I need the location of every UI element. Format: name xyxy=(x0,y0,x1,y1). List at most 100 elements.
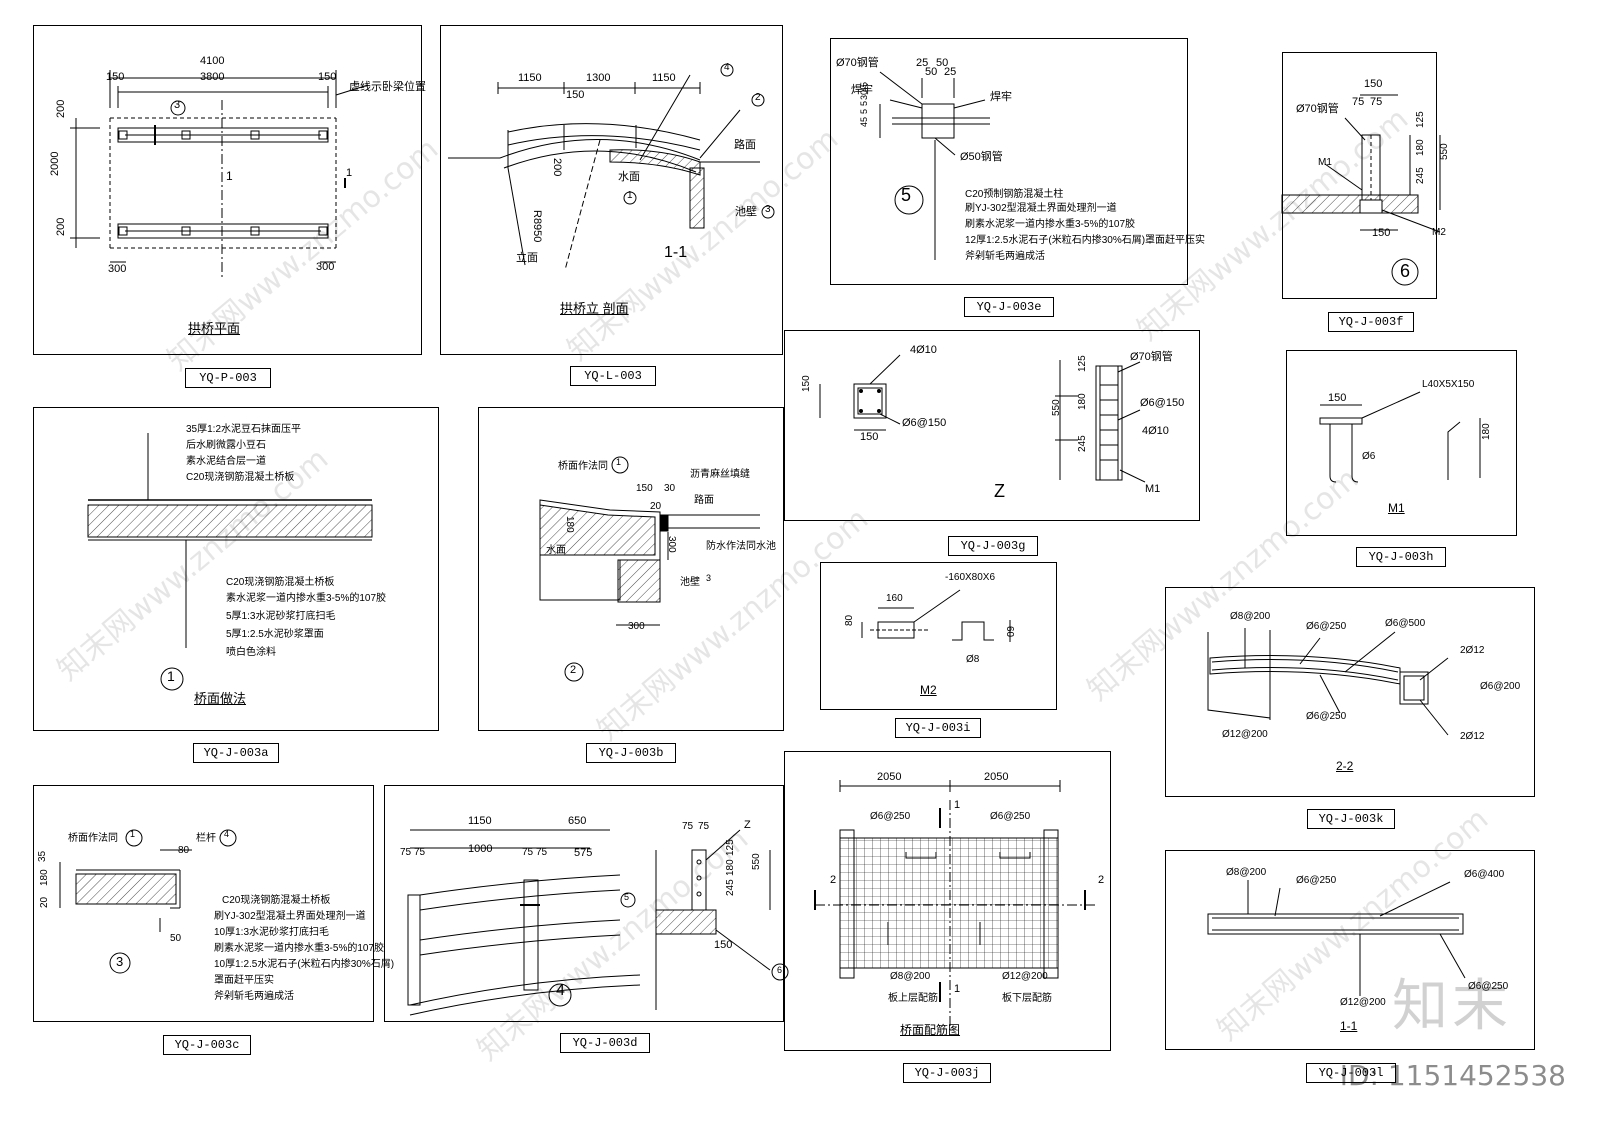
dim-label: 300 xyxy=(108,263,127,275)
callout-label: Ø12@200 xyxy=(1340,997,1386,1008)
m1-drawing xyxy=(1319,391,1481,483)
dim-label-v: 150 xyxy=(801,375,812,392)
caption-p9: YQ-J-003i xyxy=(895,718,981,738)
note-line: 刷YJ-302型混凝土界面处理剂一道 xyxy=(965,203,1117,214)
panel-detail-2 xyxy=(478,407,784,731)
panel-detail-m1 xyxy=(1286,350,1517,536)
drawing-title: 拱桥平面 xyxy=(188,321,241,336)
caption-p14: YQ-J-003l xyxy=(1306,1063,1396,1083)
detail4-drawing xyxy=(407,829,789,1016)
note-line: 5厚1:3水泥砂浆打底扫毛 xyxy=(226,611,336,622)
dim-label: 75 xyxy=(682,821,694,832)
dim-label-v: 550 xyxy=(751,853,762,870)
dim-label-v: 245 xyxy=(1415,167,1426,184)
callout-label: Ø6@150 xyxy=(1140,397,1185,409)
detail6-drawing xyxy=(1281,94,1441,286)
callout-label: 2Ø12 xyxy=(1460,731,1485,742)
callout-label: Ø6@250 xyxy=(990,811,1031,822)
note-line: 35厚1:2水泥豆石抹面压平 xyxy=(186,424,302,435)
note-line: 素水泥结合层一道 xyxy=(186,456,266,467)
deck-rebar-drawing xyxy=(814,780,1095,1030)
detail-mark: 1 xyxy=(616,457,622,467)
detail5-drawing xyxy=(879,71,990,260)
callout-label: 沥青麻丝填缝 xyxy=(690,469,750,480)
note-line: C20预制钢筋混凝土柱 xyxy=(965,189,1064,200)
callout-label: 桥面作法同 xyxy=(558,461,608,472)
note-line: 刷素水泥浆一道内掺水重3-5%的107胶 xyxy=(214,943,385,954)
dim-label: 75 xyxy=(1370,96,1383,108)
dim-label: 20 xyxy=(650,501,662,512)
dim-label: 80 xyxy=(178,845,190,856)
section22-drawing xyxy=(1207,628,1449,736)
callout-label: Ø8@200 xyxy=(1230,611,1271,622)
dim-label: 4100 xyxy=(200,55,225,67)
callout-label: 板下层配筋 xyxy=(1002,993,1052,1004)
callout-label: 池壁 xyxy=(680,577,700,588)
section-mark: 1 xyxy=(346,167,353,179)
callout-label: 栏杆 xyxy=(196,833,216,844)
section-mark: 3 xyxy=(174,99,181,111)
caption-p12: YQ-J-003d xyxy=(560,1033,650,1053)
dim-label: 150 xyxy=(1372,227,1391,239)
callout-label: 2Ø12 xyxy=(1460,645,1485,656)
panel-detail-z xyxy=(784,330,1200,521)
detail-mark: 3 xyxy=(765,204,771,215)
callout-label: 4Ø10 xyxy=(910,344,937,356)
dim-label-v: 180 xyxy=(1415,139,1426,156)
dim-label-v: 125 xyxy=(1077,355,1088,372)
callout-label: Ø6@250 xyxy=(1296,875,1337,886)
callout-label: Ø70钢管 xyxy=(1130,351,1173,363)
caption-p1: YQ-P-003 xyxy=(185,368,271,388)
note-line: 5厚1:2.5水泥砂浆罩面 xyxy=(226,629,324,640)
callout-label: L40X5X150 xyxy=(1422,379,1475,390)
callout-label: 水面 xyxy=(546,545,566,556)
callout-label: Ø6@200 xyxy=(1480,681,1521,692)
callout-label: M1 xyxy=(1145,483,1161,495)
plan-drawing xyxy=(70,70,369,280)
note-line: 斧剁斩毛两遍成活 xyxy=(965,251,1045,262)
note-line: 12厚1:2.5水泥石子(米粒石内掺30%石屑)罩面赶平压实 xyxy=(965,235,1206,246)
dim-label: 75 xyxy=(536,847,548,858)
dim-label-v: 5 xyxy=(859,108,869,114)
callout-label: 路面 xyxy=(694,495,714,506)
callout-label: 立面 xyxy=(516,252,538,264)
dim-label-v: 125 xyxy=(725,839,736,856)
callout-label: Ø6@150 xyxy=(902,417,947,429)
dim-label: 30 xyxy=(664,483,676,494)
dim-label: 75 xyxy=(1352,96,1365,108)
dim-label: 25 xyxy=(916,57,929,69)
section-mark: 2 xyxy=(1098,874,1105,886)
detail-mark: 1 xyxy=(167,668,175,684)
dim-label-v: 180 xyxy=(564,516,575,533)
panel-arch-bridge-elevation xyxy=(440,25,783,355)
callout-label: Ø6@250 xyxy=(870,811,911,822)
drawing-title: 2-2 xyxy=(1336,759,1354,773)
callout-label: 桥面作法同 xyxy=(68,833,118,844)
dim-label: 300 xyxy=(628,621,645,632)
detail-mark: 3 xyxy=(706,573,712,583)
callout-label: Ø70钢管 xyxy=(836,57,879,69)
callout-label: Ø6@400 xyxy=(1464,869,1505,880)
dim-label: 650 xyxy=(568,815,587,827)
callout-label: 板上层配筋 xyxy=(888,993,938,1004)
dim-label: 50 xyxy=(170,933,182,944)
section-title: 1-1 xyxy=(664,244,688,261)
caption-p11: YQ-J-003c xyxy=(163,1035,251,1055)
dim-label-v: 45 xyxy=(859,116,869,127)
dim-label-v: 125 xyxy=(1415,111,1426,128)
dim-label: 150 xyxy=(318,71,337,83)
dim-label: 2050 xyxy=(984,771,1009,783)
dim-label-v: 245 xyxy=(1077,435,1088,452)
detail-mark: 6 xyxy=(1400,261,1411,281)
deck-method-drawing xyxy=(87,433,373,691)
callout-label: Ø12@200 xyxy=(1222,729,1268,740)
dim-label-v: 2000 xyxy=(49,151,61,176)
drawing-title: 拱桥立 剖面 xyxy=(560,301,629,316)
detail-mark: 4 xyxy=(224,829,230,839)
drawing-title: 1-1 xyxy=(1340,1019,1358,1033)
note-line: C20现浇钢筋混凝土桥板 xyxy=(226,577,335,588)
drawing-title: 桥面做法 xyxy=(194,691,247,706)
note-line: 罩面赶平压实 xyxy=(214,975,274,986)
id-tag: ID: 1151452538 xyxy=(1339,1059,1566,1092)
